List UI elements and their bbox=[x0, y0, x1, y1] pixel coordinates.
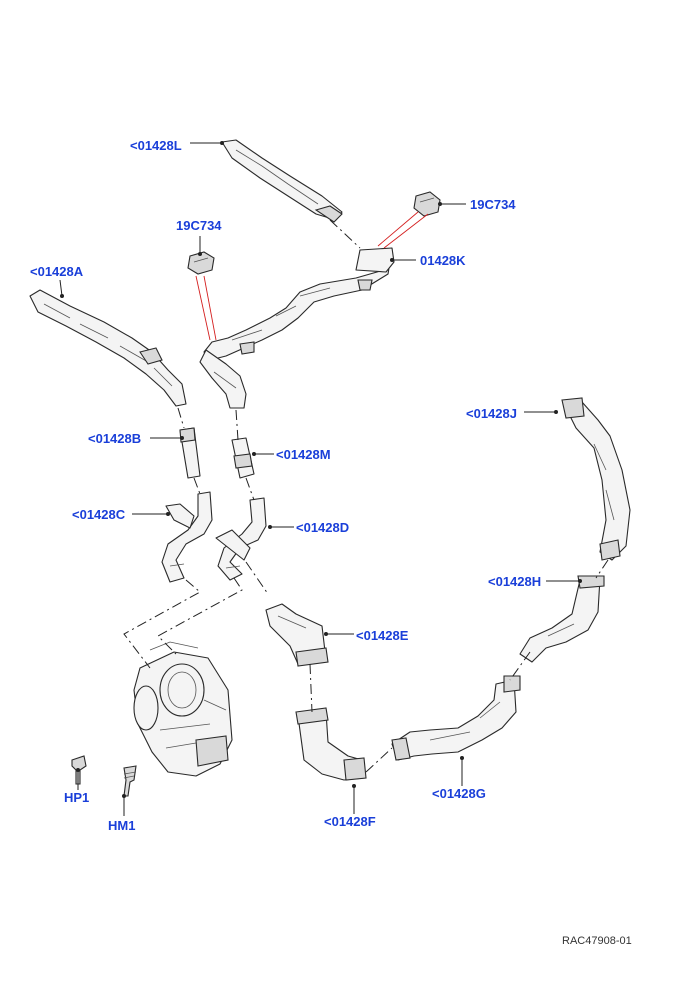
callout-19C734-right[interactable]: 19C734 bbox=[470, 197, 516, 212]
callout-01428M[interactable]: <01428M bbox=[276, 447, 331, 462]
assembly-centerlines bbox=[123, 219, 609, 773]
leader-lines bbox=[59, 141, 582, 816]
duct-01428J bbox=[561, 397, 631, 561]
duct-01428M bbox=[231, 437, 255, 479]
callout-01428J[interactable]: <01428J bbox=[466, 406, 517, 421]
sensor-red-leaders bbox=[195, 211, 429, 341]
callout-01428D[interactable]: <01428D bbox=[296, 520, 349, 535]
callout-01428L[interactable]: <01428L bbox=[130, 138, 182, 153]
duct-01428G bbox=[391, 675, 521, 761]
callout-19C734-left[interactable]: 19C734 bbox=[176, 218, 222, 233]
callout-HM1[interactable]: HM1 bbox=[108, 818, 135, 833]
callout-01428A[interactable]: <01428A bbox=[30, 264, 84, 279]
duct-01428A bbox=[29, 289, 187, 407]
sensor-19C734-right bbox=[413, 191, 441, 217]
fastener-HM1 bbox=[123, 765, 137, 797]
callout-HP1[interactable]: HP1 bbox=[64, 790, 89, 805]
duct-01428B bbox=[179, 427, 201, 479]
callout-01428E[interactable]: <01428E bbox=[356, 628, 409, 643]
callout-01428K[interactable]: 01428K bbox=[420, 253, 466, 268]
callout-01428G[interactable]: <01428G bbox=[432, 786, 486, 801]
duct-01428D bbox=[215, 497, 267, 581]
callout-01428B[interactable]: <01428B bbox=[88, 431, 141, 446]
callout-01428H[interactable]: <01428H bbox=[488, 574, 541, 589]
duct-01428C bbox=[161, 491, 213, 583]
callout-01428C[interactable]: <01428C bbox=[72, 507, 126, 522]
hvac-unit bbox=[133, 641, 233, 777]
callout-01428F[interactable]: <01428F bbox=[324, 814, 376, 829]
duct-01428L bbox=[221, 139, 343, 223]
reference-code: RAC47908-01 bbox=[562, 935, 632, 947]
duct-01428E bbox=[265, 603, 329, 667]
duct-01428H bbox=[519, 575, 605, 663]
sensor-19C734-left bbox=[187, 251, 215, 275]
duct-01428F bbox=[295, 707, 367, 781]
duct-01428K bbox=[199, 247, 395, 409]
